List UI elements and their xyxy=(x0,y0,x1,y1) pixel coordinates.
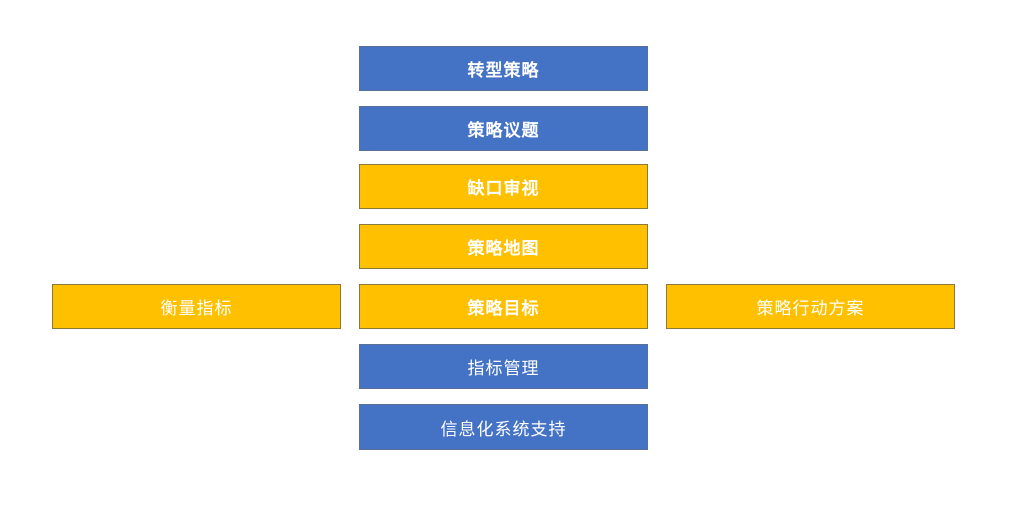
box-label: 转型策略 xyxy=(467,61,540,81)
box-transformation-strategy: 转型策略 xyxy=(359,46,648,91)
box-strategy-objectives: 策略目标 xyxy=(359,284,648,329)
box-label: 信息化系统支持 xyxy=(440,419,567,440)
box-label: 策略地图 xyxy=(467,239,540,259)
box-label: 策略目标 xyxy=(467,299,540,319)
box-label: 策略行动方案 xyxy=(756,299,865,319)
box-label: 衡量指标 xyxy=(160,299,233,319)
box-strategy-issues: 策略议题 xyxy=(359,106,648,151)
box-indicator-management: 指标管理 xyxy=(359,344,648,389)
box-label: 缺口审视 xyxy=(467,179,540,199)
box-it-system-support: 信息化系统支持 xyxy=(359,404,648,450)
box-gap-review: 缺口审视 xyxy=(359,164,648,209)
box-label: 策略议题 xyxy=(467,121,540,141)
box-strategy-action-plan: 策略行动方案 xyxy=(666,284,955,329)
box-label: 指标管理 xyxy=(467,359,540,379)
box-measurement-indicators: 衡量指标 xyxy=(52,284,341,329)
box-strategy-map: 策略地图 xyxy=(359,224,648,269)
